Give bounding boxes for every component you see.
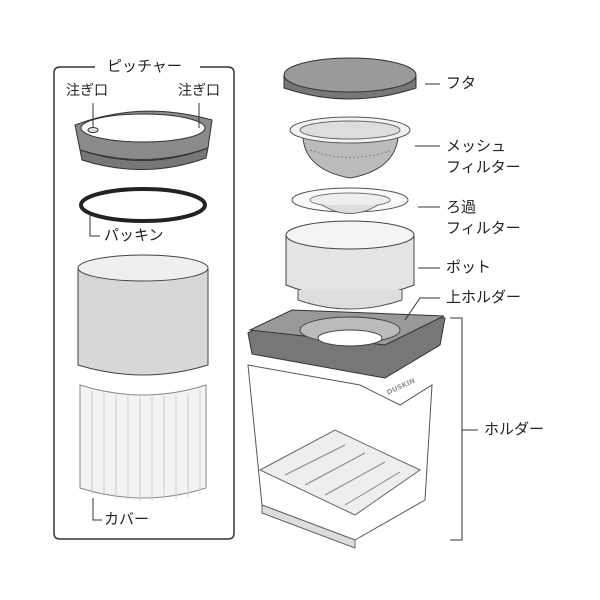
pitcher-inner-container [77,254,209,376]
pitcher-spout-ring [74,110,213,170]
holder-bracket [450,317,463,541]
cover-leader [92,498,102,521]
upper-holder [247,309,446,379]
packing-ring [79,187,207,223]
pitcher-group-title: ピッチャー [103,57,186,76]
packing-leader [89,213,100,237]
holder-label: ホルダー [484,420,545,438]
pot [285,220,415,310]
filtration-filter [291,187,409,214]
mesh-filter-label-1: メッシュ [446,137,507,155]
mesh-filter-label-2: フィルター [446,158,521,176]
spout-right-label: 注ぎ口 [178,83,220,99]
pot-label: ポット [446,258,492,276]
packing-label: パッキン [104,226,164,244]
pitcher-group-frame [53,66,235,540]
cover-label: カバー [104,510,150,528]
brand-logo: DUSKIN [385,377,416,397]
pitcher-cover [79,384,207,501]
lid [283,57,417,100]
mesh-filter [289,116,411,179]
holder-stand [247,364,433,549]
filtration-filter-label-2: フィルター [446,219,521,237]
spout-left-label: 注ぎ口 [66,83,108,99]
upper-holder-label: 上ホルダー [446,288,522,306]
filtration-filter-label-1: ろ過 [446,198,477,216]
lid-label: フタ [446,74,477,92]
